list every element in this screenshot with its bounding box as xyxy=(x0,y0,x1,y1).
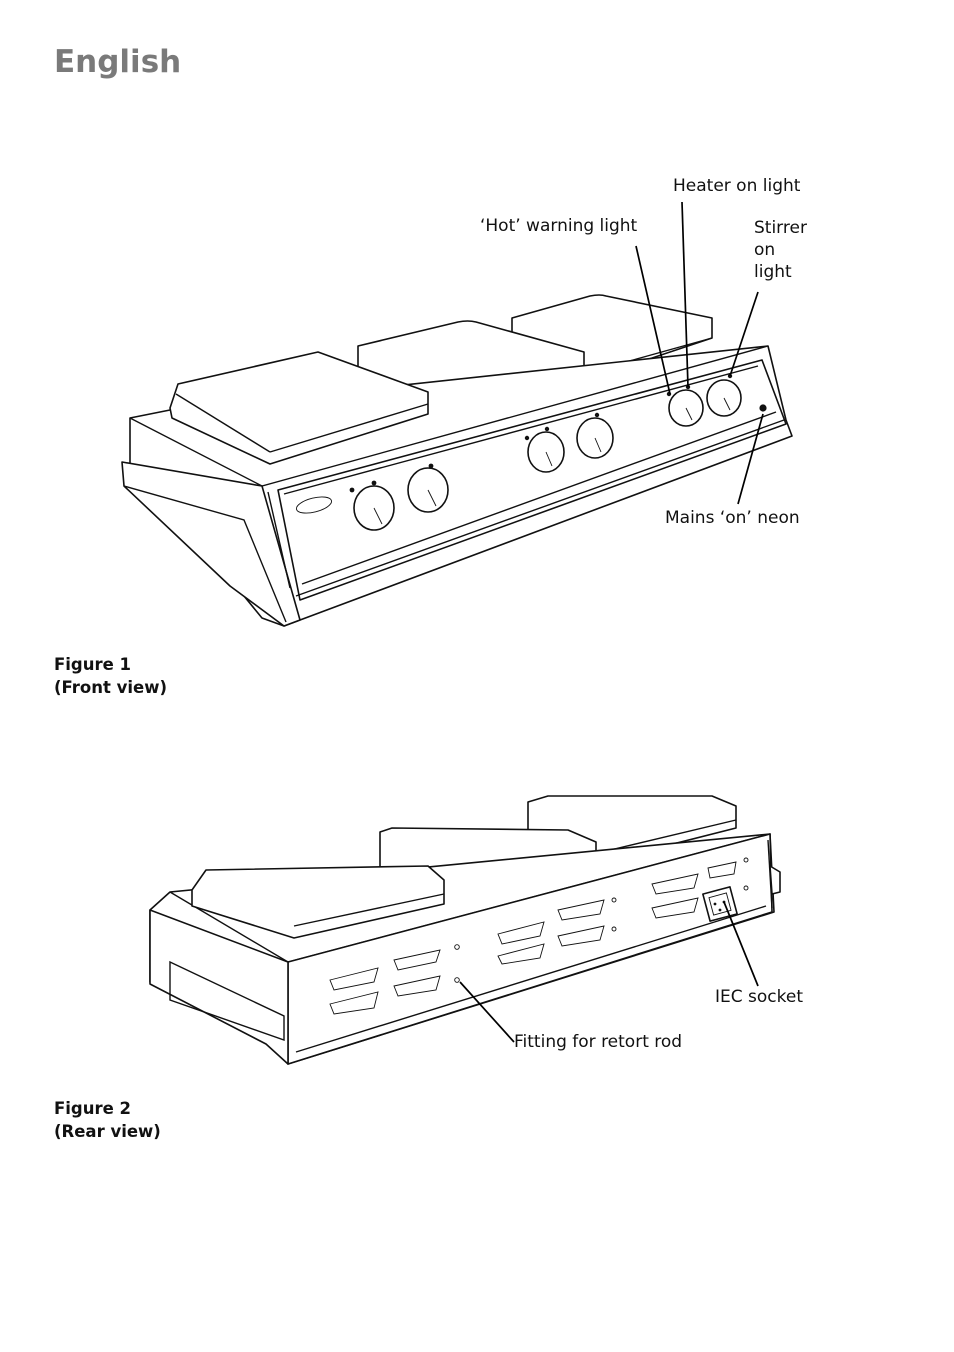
figure-2-caption-title: Figure 2 xyxy=(54,1099,132,1118)
rear-view-illustration xyxy=(149,795,781,1065)
stirrer-on-light-label-line: on xyxy=(754,240,776,260)
figure-2-caption-subtitle: (Rear view) xyxy=(54,1122,161,1141)
control-knobs xyxy=(353,379,742,531)
figure-1-caption-subtitle: (Front view) xyxy=(54,678,167,697)
page-heading: English xyxy=(54,44,182,80)
hot-warning-light-label: ‘Hot’ warning light xyxy=(480,216,638,236)
stirrer-on-light-label: Stirrer on light xyxy=(754,217,807,283)
figure-2-caption: Figure 2 (Rear view) xyxy=(54,1097,161,1143)
front-view-illustration xyxy=(121,201,793,627)
heater-on-light-label: Heater on light xyxy=(673,176,801,196)
stirrer-on-light-label-line: Stirrer xyxy=(754,218,807,238)
iec-socket-illustration xyxy=(702,886,738,922)
figure-1-caption: Figure 1 (Front view) xyxy=(54,653,167,699)
figure-1-caption-title: Figure 1 xyxy=(54,655,132,674)
iec-socket-label: IEC socket xyxy=(715,987,803,1007)
mains-neon-indicator xyxy=(759,404,767,412)
mains-on-neon-label: Mains ‘on’ neon xyxy=(665,508,800,528)
stirrer-on-light-label-line: light xyxy=(754,262,792,282)
retort-rod-fitting-label: Fitting for retort rod xyxy=(514,1032,683,1052)
rear-vents xyxy=(329,861,737,1015)
